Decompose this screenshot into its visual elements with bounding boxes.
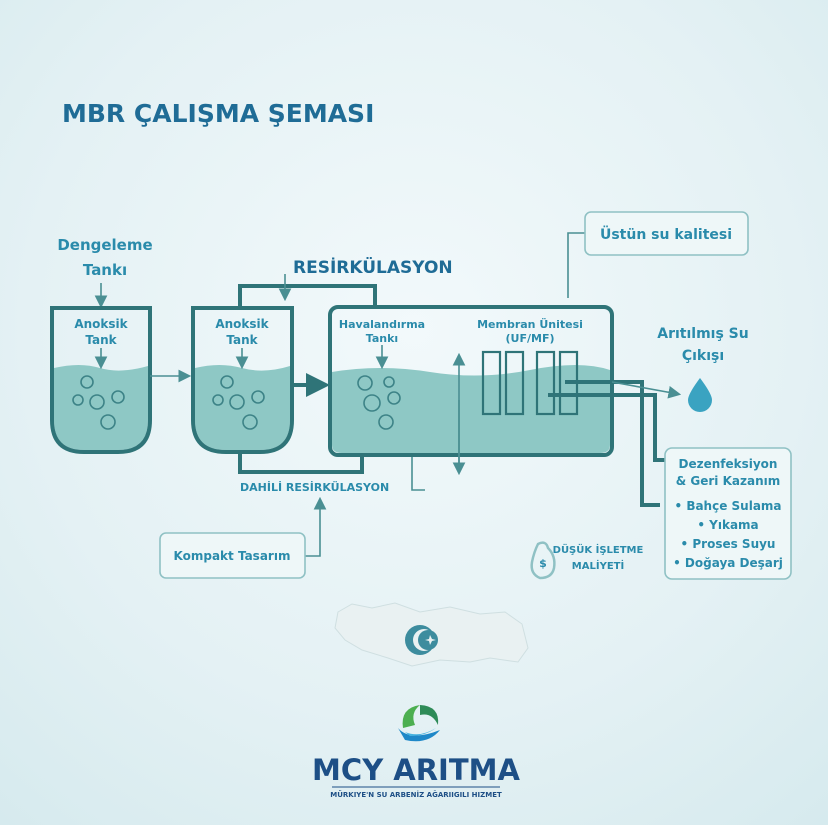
svg-text:Tank: Tank xyxy=(85,333,117,347)
money-bag-icon xyxy=(530,541,556,580)
recirculation-loop xyxy=(238,284,377,308)
anoxic-tank-2: Anoksik Tank xyxy=(191,306,294,454)
svg-text:Kompakt Tasarım: Kompakt Tasarım xyxy=(174,549,291,563)
svg-text:Dezenfeksiyon: Dezenfeksiyon xyxy=(679,457,778,471)
internal-recirculation-loop xyxy=(238,452,364,474)
water-drop-icon xyxy=(688,378,712,412)
svg-text:(UF/MF): (UF/MF) xyxy=(506,332,555,345)
company-logo: MCY ARITMA MÜRKIYE'N SU ARBENİZ AĞARIIGI… xyxy=(312,705,520,799)
svg-text:Anoksik: Anoksik xyxy=(74,317,128,331)
svg-text:MALİYETİ: MALİYETİ xyxy=(572,558,624,572)
svg-text:Üstün su kalitesi: Üstün su kalitesi xyxy=(600,225,732,243)
svg-text:Tank: Tank xyxy=(226,333,258,347)
logo-tagline: MÜRKIYE'N SU ARBENİZ AĞARIIGILI HIZMET xyxy=(330,790,502,799)
page-title: MBR ÇALIŞMA ŞEMASI xyxy=(62,99,374,128)
anoxic-tank-1: Anoksik Tank xyxy=(50,306,152,454)
svg-text:Havalandırma: Havalandırma xyxy=(339,318,425,331)
svg-text:& Geri Kazanım: & Geri Kazanım xyxy=(676,474,780,488)
svg-text:Membran Ünitesi: Membran Ünitesi xyxy=(477,317,583,331)
svg-text:Dengeleme: Dengeleme xyxy=(57,236,152,254)
reuse-item: • Yıkama xyxy=(697,518,758,532)
svg-text:Tankı: Tankı xyxy=(83,261,127,279)
svg-text:Arıtılmış Su: Arıtılmış Su xyxy=(657,326,748,342)
reuse-item: • Proses Suyu xyxy=(681,537,776,551)
reuse-item: • Doğaya Deşarj xyxy=(673,556,783,570)
recirculation-label: RESİRKÜLASYON xyxy=(293,256,453,278)
svg-text:Anoksik: Anoksik xyxy=(215,317,269,331)
svg-text:DÜŞÜK İŞLETME: DÜŞÜK İŞLETME xyxy=(553,542,644,556)
quality-box xyxy=(584,211,749,256)
internal-recirculation-label: DAHİLİ RESİRKÜLASYON xyxy=(240,480,389,494)
reuse-item: • Bahçe Sulama xyxy=(674,499,781,513)
logo-name: MCY ARITMA xyxy=(312,753,520,787)
outlet-label: Arıtılmış Su Çıkışı xyxy=(657,326,748,364)
dollar-sign: $ xyxy=(539,557,547,570)
svg-text:Tankı: Tankı xyxy=(366,332,398,345)
reuse-box: Dezenfeksiyon & Geri Kazanım • Bahçe Sul… xyxy=(664,447,792,580)
compact-box xyxy=(159,532,306,579)
turkey-map-icon xyxy=(334,602,529,667)
svg-text:Çıkışı: Çıkışı xyxy=(682,348,724,364)
equalization-label: Dengeleme Tankı xyxy=(57,236,152,279)
aeration-membrane-tank: Havalandırma Tankı Membran Ünitesi (UF/M… xyxy=(72,305,614,476)
